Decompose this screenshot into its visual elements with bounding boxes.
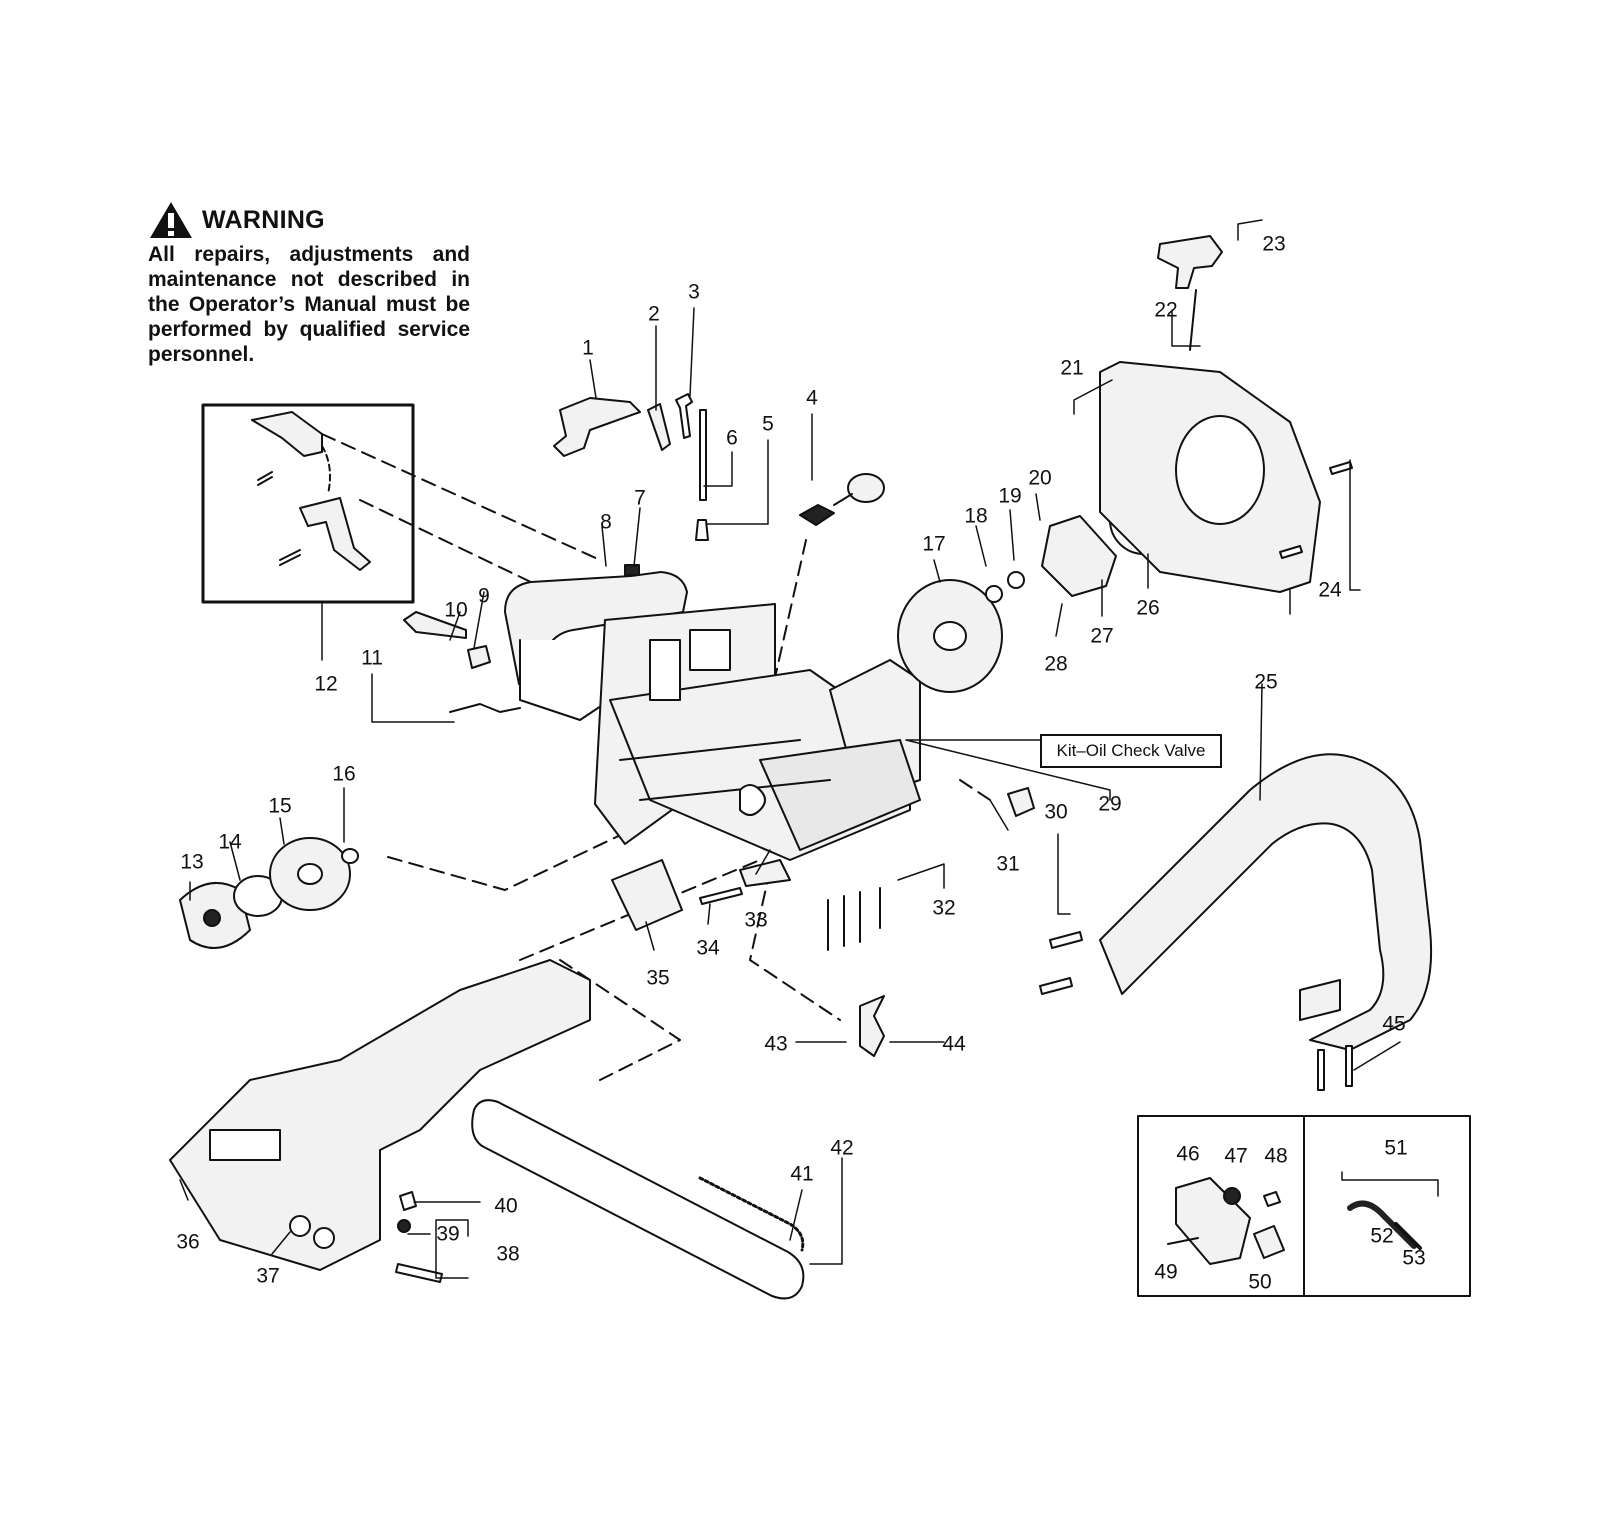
callout-leaders (179, 219, 1439, 1279)
callout-47: 47 (1224, 1144, 1248, 1168)
oil-pump-parts (1167, 1177, 1285, 1265)
warning-notice: WARNING All repairs, adjustments and mai… (148, 200, 470, 367)
callout-4: 4 (806, 386, 818, 410)
callout-23: 23 (1262, 232, 1286, 256)
part-39-nut (397, 1219, 411, 1233)
callout-31: 31 (996, 852, 1020, 876)
callout-14: 14 (218, 830, 242, 854)
part-34-bolt (699, 887, 743, 905)
callout-37: 37 (256, 1264, 280, 1288)
callout-42: 42 (830, 1136, 854, 1160)
kit-oil-check-valve-label: Kit–Oil Check Valve (1040, 734, 1222, 768)
part-11-wire (449, 703, 521, 713)
callout-9: 9 (478, 584, 490, 608)
part-41-guide-bar (471, 1099, 805, 1300)
callout-46: 46 (1176, 1142, 1200, 1166)
callout-27: 27 (1090, 624, 1114, 648)
callout-16: 16 (332, 762, 356, 786)
part-38-bolt (395, 1263, 443, 1283)
part-7-clip (624, 564, 640, 576)
part-25-front-handle (1099, 753, 1433, 1051)
detail-inset-oil-hose (1303, 1115, 1471, 1297)
callout-8: 8 (600, 510, 612, 534)
callout-50: 50 (1248, 1270, 1272, 1294)
callout-52: 52 (1370, 1224, 1394, 1248)
callout-28: 28 (1044, 652, 1068, 676)
callout-19: 19 (998, 484, 1022, 508)
callout-20: 20 (1028, 466, 1052, 490)
part-35-plate (611, 859, 683, 931)
part-33-bracket (739, 859, 791, 887)
callout-7: 7 (634, 486, 646, 510)
warning-title: WARNING (202, 205, 325, 234)
callout-44: 44 (942, 1032, 966, 1056)
part-42-saw-chain (698, 1176, 805, 1252)
warning-body: All repairs, adjustments and maintenance… (148, 243, 470, 366)
part-6-rod (699, 409, 707, 501)
callout-36: 36 (176, 1230, 200, 1254)
callout-32: 32 (932, 896, 956, 920)
callout-49: 49 (1154, 1260, 1178, 1284)
callout-35: 35 (646, 966, 670, 990)
part-31-valve (1007, 787, 1035, 817)
part-3-screw (675, 393, 693, 439)
bolts-group (827, 887, 1353, 1091)
callout-26: 26 (1136, 596, 1160, 620)
part-25-handle-end (1299, 979, 1341, 1021)
part-24-screw-upper (1329, 461, 1353, 475)
part-1-switch-lever (553, 397, 641, 457)
callout-38: 38 (496, 1242, 520, 1266)
callout-2: 2 (648, 302, 660, 326)
part-2-spring (647, 403, 671, 451)
callout-33: 33 (744, 908, 768, 932)
part-36-sprocket-cover (169, 959, 591, 1271)
callout-34: 34 (696, 936, 720, 960)
clutch-parts (179, 837, 359, 949)
callout-15: 15 (268, 794, 292, 818)
callout-17: 17 (922, 532, 946, 556)
part-36-cover-window (209, 1129, 281, 1161)
callout-43: 43 (764, 1032, 788, 1056)
throttle-trigger-detail (251, 411, 371, 571)
callout-48: 48 (1264, 1144, 1288, 1168)
detail-inset-box (201, 403, 415, 604)
part-24-screw-lower (1279, 545, 1303, 559)
callout-5: 5 (762, 412, 774, 436)
callout-39: 39 (436, 1222, 460, 1246)
part-4-oil-cap (799, 473, 885, 526)
part-10-lever (403, 611, 467, 639)
part-23-starter-handle (1157, 235, 1223, 351)
part-44-chain-catcher (859, 995, 885, 1057)
callout-24: 24 (1318, 578, 1342, 602)
part-21-starter-housing (1099, 361, 1321, 593)
callout-30: 30 (1044, 800, 1068, 824)
warning-triangle-icon (150, 202, 192, 238)
callout-1: 1 (582, 336, 594, 360)
callout-51: 51 (1384, 1136, 1408, 1160)
part-37-nut-b (313, 1227, 335, 1249)
part-5-fitting (695, 519, 709, 541)
callout-18: 18 (964, 504, 988, 528)
callout-21: 21 (1060, 356, 1084, 380)
callout-53: 53 (1402, 1246, 1426, 1270)
callout-12: 12 (314, 672, 338, 696)
part-37-nut-a (289, 1215, 311, 1237)
part-9-clip (467, 645, 491, 669)
callout-11: 11 (361, 646, 383, 670)
callout-41: 41 (790, 1162, 814, 1186)
callout-40: 40 (494, 1194, 518, 1218)
callout-22: 22 (1154, 298, 1178, 322)
oil-hose-parts (1347, 1200, 1422, 1250)
callout-6: 6 (726, 426, 738, 450)
callout-25: 25 (1254, 670, 1278, 694)
callout-13: 13 (180, 850, 204, 874)
part-40-pin (399, 1191, 417, 1211)
callout-3: 3 (688, 280, 700, 304)
callout-10: 10 (444, 598, 468, 622)
callout-29: 29 (1098, 792, 1122, 816)
crankcase-housing (504, 571, 921, 861)
callout-45: 45 (1382, 1012, 1406, 1036)
